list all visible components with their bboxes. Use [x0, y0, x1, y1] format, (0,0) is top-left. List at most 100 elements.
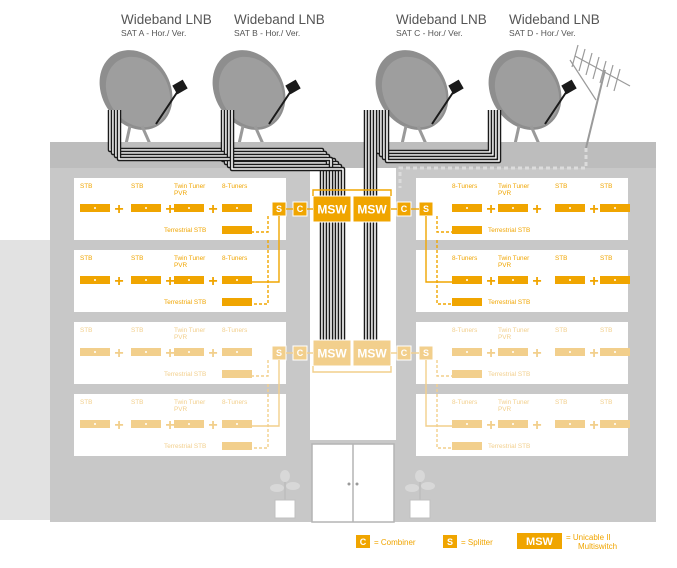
floor-right-4: 8-Tuners+Twin TunerPVR+STB+STBTerrestria… — [416, 394, 630, 456]
device-label: PVR — [174, 190, 188, 197]
satellite-dish-b — [212, 50, 301, 148]
legend-combiner-box — [356, 535, 370, 548]
device-label: STB — [80, 327, 92, 334]
plus-sign: + — [486, 201, 495, 218]
floor-left-1: STB+STB+Twin TunerPVR+8-TunersTerrestria… — [74, 178, 286, 240]
splitter-lower-right-label: S — [423, 348, 429, 358]
plus-sign: + — [208, 201, 217, 218]
lnb-title-b: Wideband LNB — [234, 12, 325, 27]
terrestrial-stb-box — [452, 226, 482, 234]
legend: C = Combiner S = Splitter MSW = Unicable… — [356, 533, 617, 551]
device-label: STB — [600, 255, 612, 262]
terrestrial-stb-label: Terrestrial STB — [164, 443, 206, 450]
device-label: STB — [555, 327, 567, 334]
plus-sign: + — [208, 417, 217, 434]
plus-sign: + — [532, 201, 541, 218]
terrestrial-stb-box — [452, 442, 482, 450]
entrance-door — [311, 443, 395, 523]
terrestrial-stb-box — [452, 298, 482, 306]
terrestrial-stb-label: Terrestrial STB — [488, 371, 530, 378]
device-label: PVR — [498, 334, 512, 341]
device-label: Twin Tuner — [174, 255, 206, 262]
device-label: Twin Tuner — [174, 399, 206, 406]
plus-sign: + — [589, 201, 598, 218]
satellite-dish-c — [375, 50, 464, 148]
device-label: 8-Tuners — [452, 183, 477, 190]
terrestrial-stb-box — [222, 370, 252, 378]
msw-lower-left-label: MSW — [317, 346, 347, 360]
plus-sign: + — [165, 417, 174, 434]
msw-upper-right-label: MSW — [357, 202, 387, 216]
plus-sign: + — [486, 273, 495, 290]
device-label: STB — [555, 183, 567, 190]
lnb-title-d: Wideband LNB — [509, 12, 600, 27]
device-label: PVR — [174, 262, 188, 269]
plus-sign: + — [589, 345, 598, 362]
lnb-subtitle-c: SAT C - Hor./ Ver. — [396, 28, 463, 38]
plus-sign: + — [208, 345, 217, 362]
plus-sign: + — [114, 417, 123, 434]
device-label: Twin Tuner — [174, 327, 206, 334]
floor-right-1: 8-Tuners+Twin TunerPVR+STB+STBTerrestria… — [416, 178, 630, 240]
device-label: PVR — [498, 406, 512, 413]
msw-upper-left-label: MSW — [317, 202, 347, 216]
combiner-lower-left-label: C — [297, 348, 304, 358]
satellite-dish-d — [488, 50, 577, 148]
device-label: 8-Tuners — [222, 255, 247, 262]
device-label: Twin Tuner — [498, 183, 530, 190]
device-label: STB — [80, 255, 92, 262]
device-label: Twin Tuner — [174, 183, 206, 190]
device-label: STB — [600, 183, 612, 190]
satellite-dish-a — [99, 50, 188, 148]
msw-upper-right — [352, 195, 392, 223]
plant-left — [270, 470, 300, 519]
terrestrial-stb-label: Terrestrial STB — [164, 299, 206, 306]
device-label: STB — [80, 183, 92, 190]
plus-sign: + — [532, 417, 541, 434]
plus-sign: + — [486, 417, 495, 434]
device-label: 8-Tuners — [452, 399, 477, 406]
lnb-subtitle-a: SAT A - Hor./ Ver. — [121, 28, 186, 38]
lnb-title-a: Wideband LNB — [121, 12, 212, 27]
splitter-lower-left-label: S — [276, 348, 282, 358]
plus-sign: + — [532, 345, 541, 362]
legend-msw-label-line1: = Unicable II — [566, 533, 611, 542]
terrestrial-stb-box — [222, 298, 252, 306]
device-label: 8-Tuners — [452, 327, 477, 334]
terrestrial-stb-box — [222, 442, 252, 450]
device-label: STB — [80, 399, 92, 406]
device-label: Twin Tuner — [498, 255, 530, 262]
splitter-upper-left-label: S — [276, 204, 282, 214]
plus-sign: + — [114, 345, 123, 362]
plus-sign: + — [114, 201, 123, 218]
cable-bundle — [107, 110, 588, 345]
plus-sign: + — [532, 273, 541, 290]
legend-splitter-box — [443, 535, 457, 548]
terrestrial-stb-label: Terrestrial STB — [488, 227, 530, 234]
combiner-upper-left-label: C — [297, 204, 304, 214]
splitter-upper-right-label: S — [423, 204, 429, 214]
terrestrial-stb-label: Terrestrial STB — [164, 371, 206, 378]
floor-left-3: STB+STB+Twin TunerPVR+8-TunersTerrestria… — [74, 322, 286, 384]
legend-combiner-label: = Combiner — [374, 538, 416, 547]
device-label: STB — [131, 183, 143, 190]
device-label: STB — [600, 327, 612, 334]
device-label: 8-Tuners — [452, 255, 477, 262]
msw-upper-left — [312, 195, 352, 223]
lnb-subtitle-b: SAT B - Hor./ Ver. — [234, 28, 300, 38]
floor-right-3: 8-Tuners+Twin TunerPVR+STB+STBTerrestria… — [416, 322, 630, 384]
device-label: STB — [555, 255, 567, 262]
legend-msw-label-line2: Multiswitch — [578, 542, 617, 551]
device-label: STB — [131, 255, 143, 262]
terrestrial-antenna — [569, 44, 631, 149]
terrestrial-stb-label: Terrestrial STB — [488, 299, 530, 306]
terrestrial-stb-box — [222, 226, 252, 234]
plus-sign: + — [165, 273, 174, 290]
terrestrial-stb-label: Terrestrial STB — [164, 227, 206, 234]
plus-sign: + — [589, 417, 598, 434]
device-label: 8-Tuners — [222, 327, 247, 334]
floor-left-4: STB+STB+Twin TunerPVR+8-TunersTerrestria… — [74, 394, 286, 456]
combiner-upper-right-label: C — [401, 204, 408, 214]
lnb-title-c: Wideband LNB — [396, 12, 487, 27]
combiner-lower-right-label: C — [401, 348, 408, 358]
